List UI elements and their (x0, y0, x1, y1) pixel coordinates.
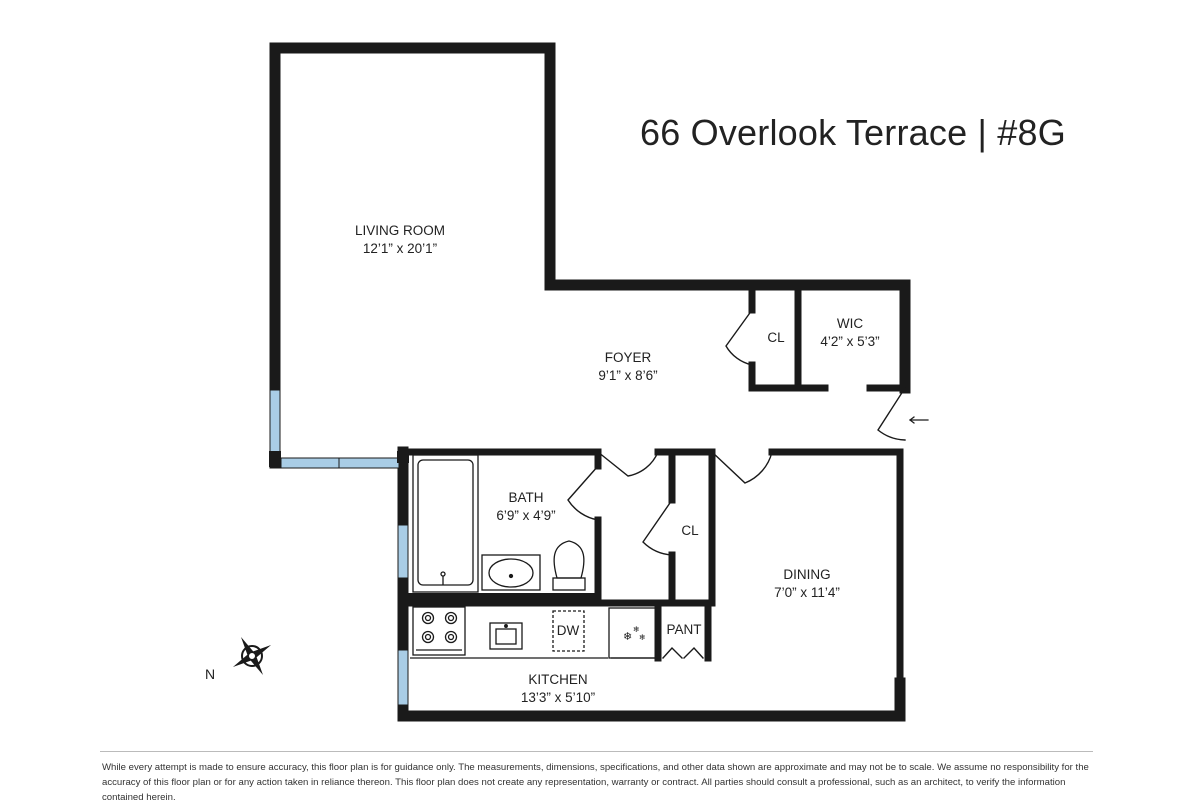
freezer-snowflake-icon-3: ❄ (639, 633, 646, 642)
windows (269, 389, 409, 706)
dishwasher-outline (552, 610, 585, 652)
toilet-icon (552, 540, 586, 591)
label-dishwasher: DW (557, 622, 580, 640)
room-dims: 4’2” x 5’3” (820, 334, 880, 349)
room-label-cl-upper: CL (767, 329, 784, 347)
compass-north-label: N (205, 666, 216, 682)
bathtub-icon (412, 454, 479, 593)
room-label-bath: BATH 6’9” x 4’9” (496, 489, 555, 525)
door-swings (567, 309, 906, 659)
room-label-kitchen: KITCHEN 13’3” x 5’10” (521, 671, 595, 707)
room-dims: 7’0” x 11’4” (774, 585, 840, 600)
room-dims: 12’1” x 20’1” (362, 241, 438, 256)
room-label-pantry: PANT (666, 621, 701, 639)
door-swing-bath (567, 465, 599, 521)
divider (100, 751, 1093, 752)
window-kitchen (397, 649, 409, 706)
entry-arrow-icon (909, 416, 929, 424)
fixture-name: DW (556, 623, 580, 638)
room-label-wic: WIC 4’2” x 5’3” (820, 315, 879, 351)
room-name: PANT (666, 622, 702, 637)
room-label-cl-middle: CL (681, 522, 698, 540)
interior-walls (399, 286, 909, 687)
door-swing-cl-upper (725, 309, 753, 366)
room-name: WIC (836, 316, 864, 331)
door-swing-cl-middle (642, 499, 673, 556)
door-swing-dining (711, 451, 773, 484)
room-label-dining: DINING 7’0” x 11’4” (774, 566, 840, 602)
room-dims: 13’3” x 5’10” (520, 690, 596, 705)
door-swing-pantry (662, 646, 704, 659)
room-name: BATH (508, 490, 544, 505)
compass-icon (232, 636, 272, 676)
room-name: CL (681, 523, 699, 538)
refrigerator-icon (608, 607, 658, 659)
door-swing-hall (597, 451, 659, 477)
page-title: 66 Overlook Terrace | #8G (640, 112, 1066, 153)
room-name: CL (767, 330, 785, 345)
door-swing-entry (877, 387, 906, 441)
stove-icon (412, 606, 466, 656)
room-dims: 6’9” x 4’9” (496, 508, 556, 523)
room-label-foyer: FOYER 9’1” x 8’6” (598, 349, 657, 385)
room-label-living: LIVING ROOM 12’1” x 20’1” (355, 222, 445, 258)
window-living-left (269, 389, 281, 456)
room-name: DINING (783, 567, 831, 582)
kitchen-sink-icon (489, 622, 523, 650)
room-name: KITCHEN (528, 672, 588, 687)
freezer-snowflake-icon: ❄ (623, 630, 632, 643)
window-bath (397, 524, 409, 579)
bath-sink-icon (481, 554, 541, 591)
window-living-bottom (280, 457, 340, 469)
room-name: LIVING ROOM (354, 223, 446, 238)
room-name: FOYER (604, 350, 652, 365)
disclaimer-text: While every attempt is made to ensure ac… (102, 762, 1089, 803)
window-living-bottom-2 (338, 457, 400, 469)
bath-kitchen-wall (403, 593, 598, 603)
freezer-snowflake-icon-2: ❄ (633, 625, 640, 634)
room-dims: 9’1” x 8’6” (598, 368, 658, 383)
